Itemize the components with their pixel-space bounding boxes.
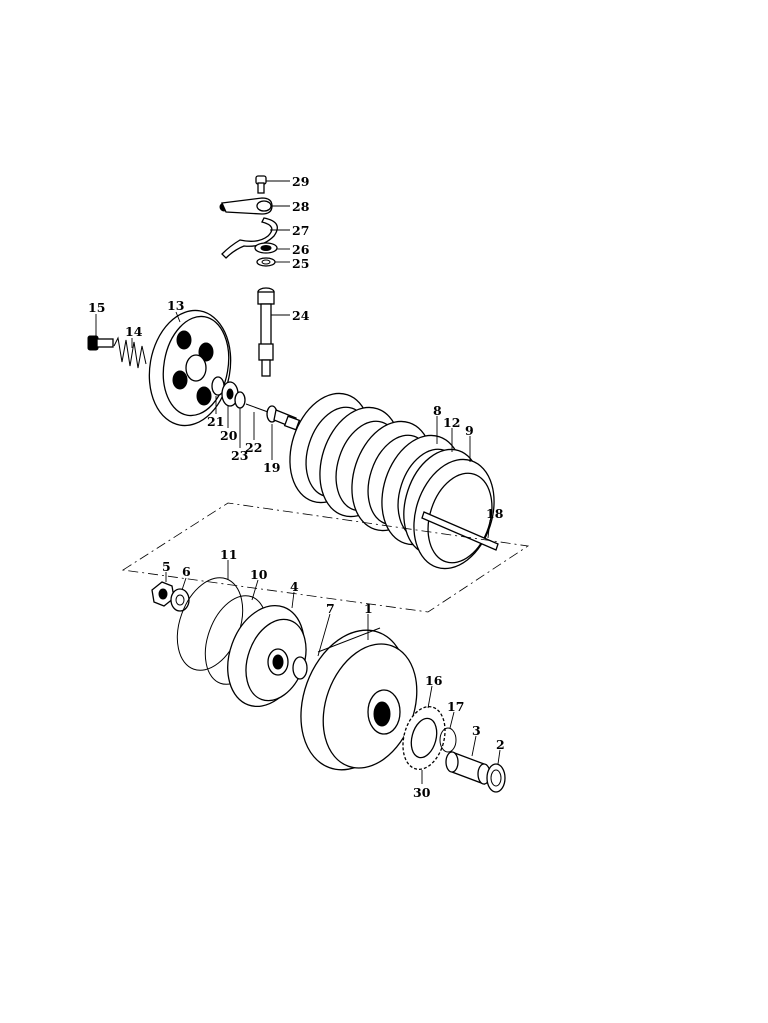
callout-25: 25 xyxy=(292,256,309,271)
callout-labels: 29 28 27 26 25 24 15 14 13 21 20 23 22 1… xyxy=(88,174,505,800)
part-28-release-lever xyxy=(219,197,273,215)
callout-30: 30 xyxy=(413,785,431,800)
callout-28: 28 xyxy=(292,199,310,214)
part-2-washer xyxy=(486,763,506,793)
part-29-bolt xyxy=(255,175,267,194)
part-22-pin xyxy=(245,403,269,413)
callout-20: 20 xyxy=(220,428,238,443)
callout-11: 11 xyxy=(220,547,237,562)
part-27-return-spring xyxy=(221,217,278,259)
part-3-bushing xyxy=(445,751,491,785)
callout-17: 17 xyxy=(447,699,464,714)
callout-8: 8 xyxy=(433,403,442,418)
callout-14: 14 xyxy=(125,324,143,339)
part-25-washer xyxy=(256,257,276,267)
leader-lines xyxy=(95,180,501,784)
part-16-drive-gear xyxy=(402,706,446,770)
pressure-plate-group xyxy=(87,309,301,431)
callout-29: 29 xyxy=(292,174,309,189)
callout-3: 3 xyxy=(472,723,481,738)
callout-26: 26 xyxy=(292,242,310,257)
callout-2: 2 xyxy=(496,737,505,752)
part-15-bolt xyxy=(87,335,114,351)
callout-18: 18 xyxy=(486,506,504,521)
callout-1: 1 xyxy=(364,601,373,616)
callout-27: 27 xyxy=(292,223,309,238)
callout-5: 5 xyxy=(162,559,171,574)
part-6-lock-washer xyxy=(170,588,190,612)
callout-16: 16 xyxy=(425,673,443,688)
callout-9: 9 xyxy=(465,423,474,438)
callout-19: 19 xyxy=(263,460,280,475)
callout-6: 6 xyxy=(182,564,191,579)
callout-23: 23 xyxy=(231,448,248,463)
callout-13: 13 xyxy=(167,298,184,313)
assembly-boundary xyxy=(121,502,530,613)
callout-4: 4 xyxy=(290,579,299,594)
part-7-thrust-washer xyxy=(292,656,308,680)
part-1-clutch-housing xyxy=(300,627,418,771)
callout-21: 21 xyxy=(207,414,224,429)
part-24-release-shaft xyxy=(257,287,275,377)
clutch-housing-group xyxy=(151,577,506,793)
callout-22: 22 xyxy=(245,440,262,455)
part-13-pressure-plate xyxy=(148,309,232,427)
part-26-bearing xyxy=(254,242,278,254)
callout-24: 24 xyxy=(292,308,310,323)
part-14-clutch-spring xyxy=(113,336,147,369)
part-23-washer xyxy=(234,391,246,409)
part-17-circlip xyxy=(439,727,457,753)
callout-7: 7 xyxy=(326,601,335,616)
callout-12: 12 xyxy=(443,415,460,430)
clutch-plate-stack xyxy=(289,392,499,570)
part-18-push-rod xyxy=(421,511,499,551)
callout-15: 15 xyxy=(88,300,105,315)
callout-10: 10 xyxy=(250,567,268,582)
